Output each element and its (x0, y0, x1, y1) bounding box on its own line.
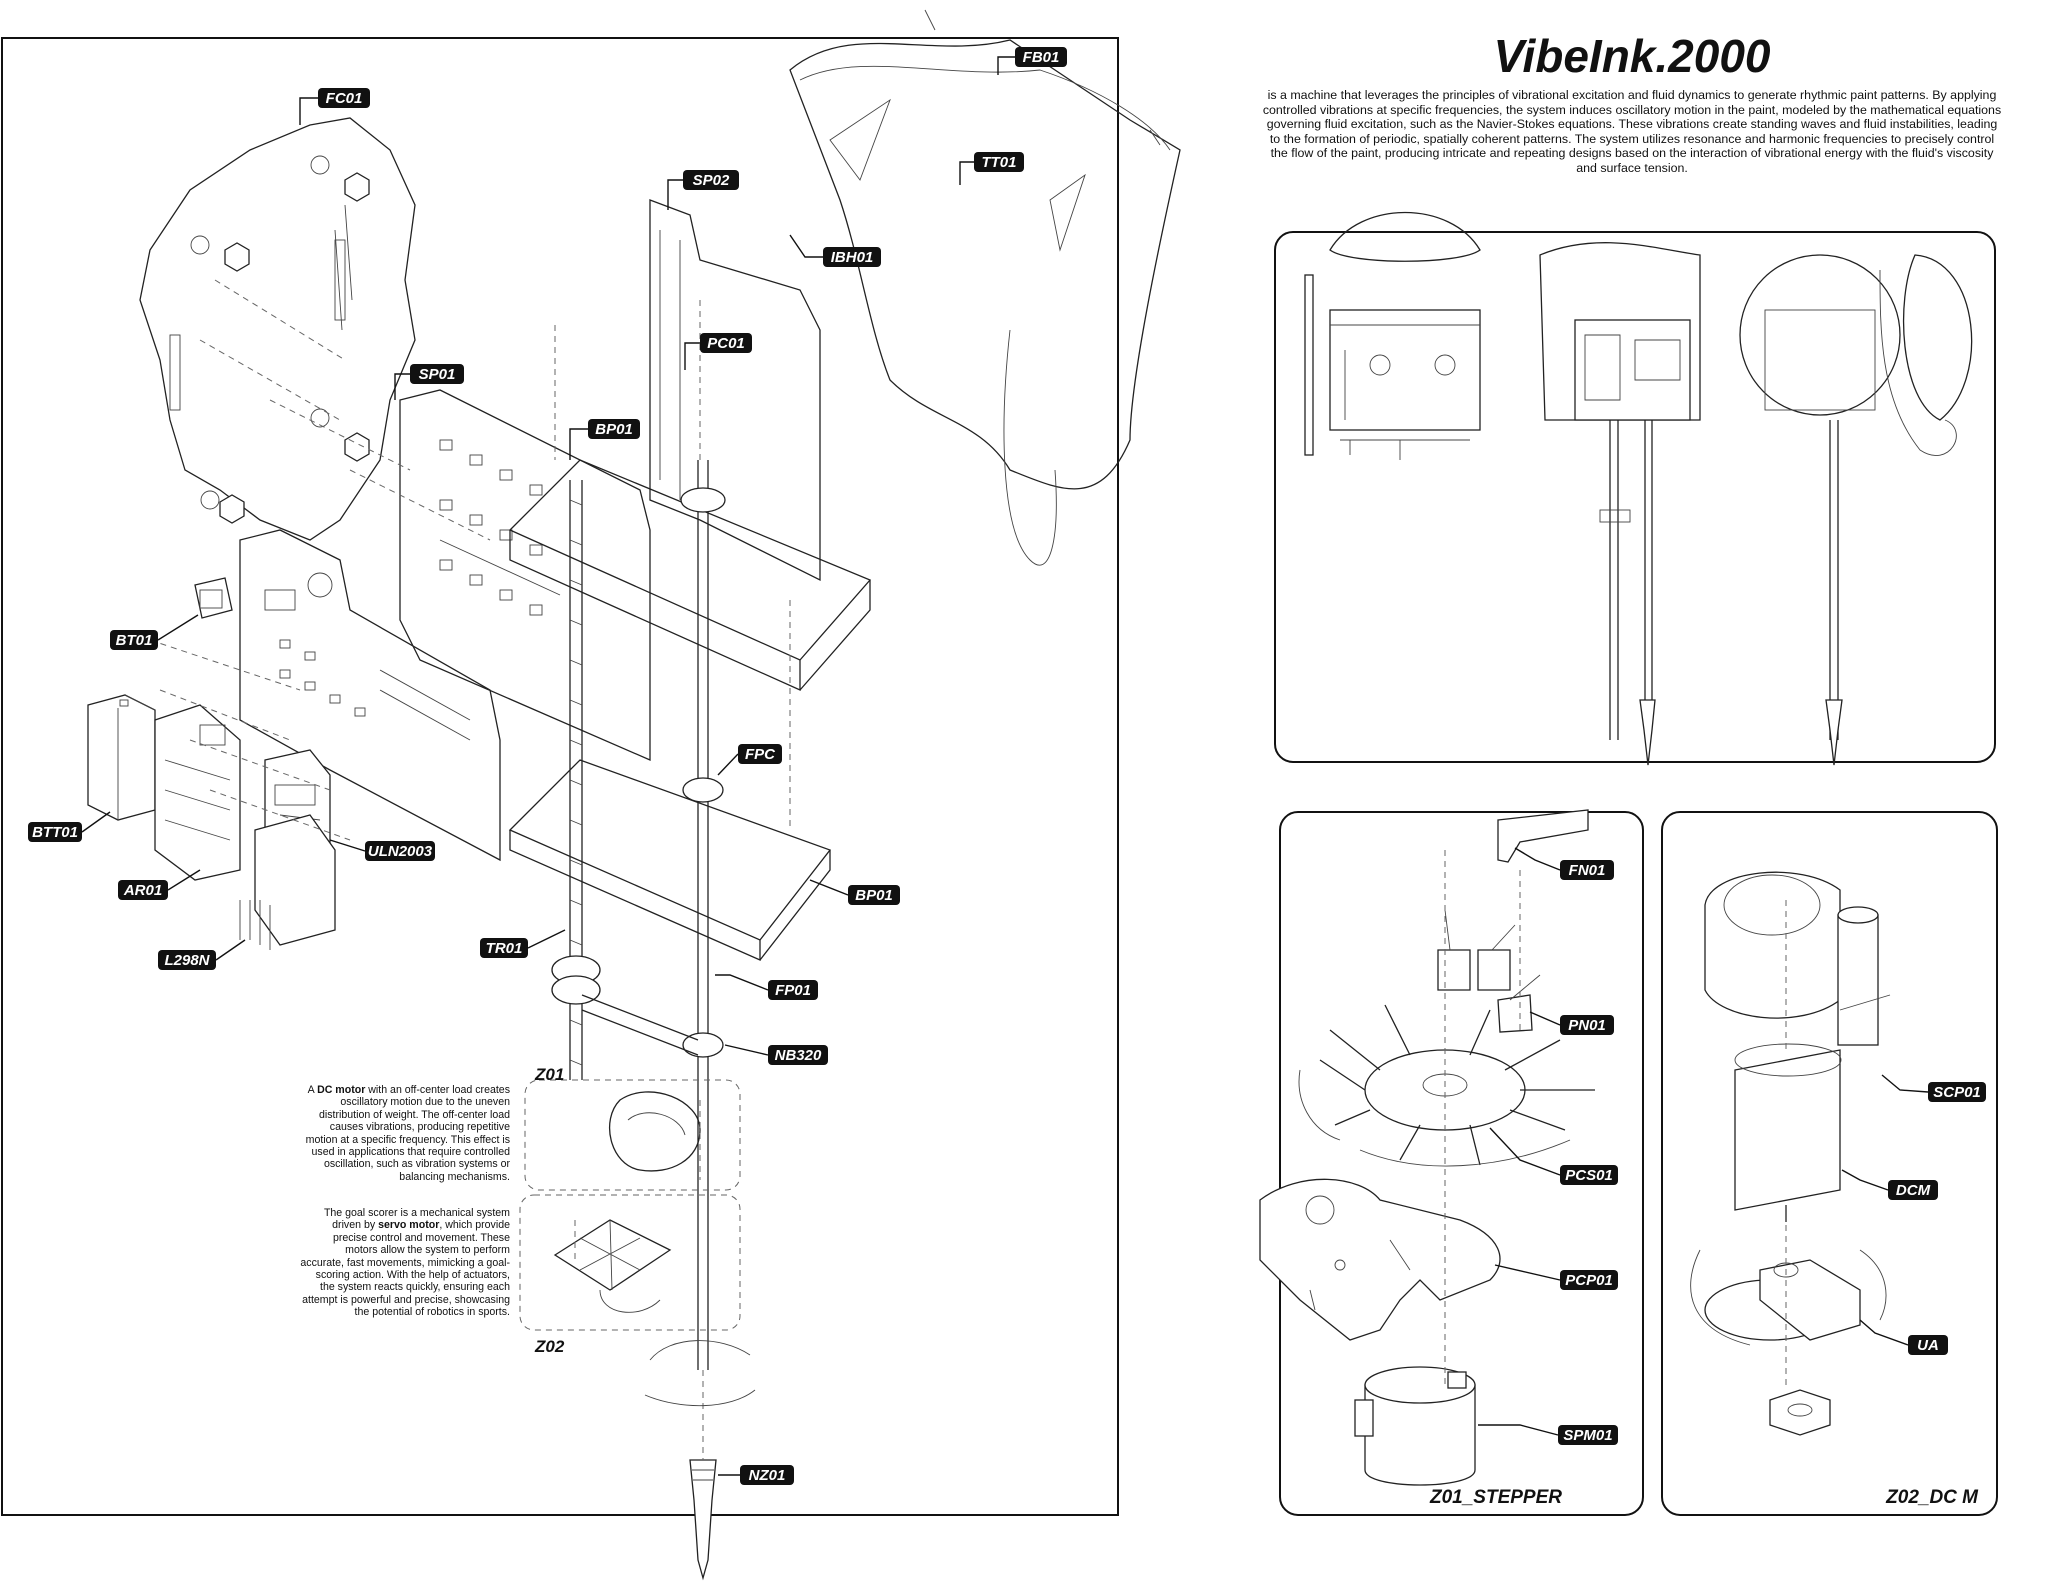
svg-text:IBH01: IBH01 (831, 249, 874, 266)
assembled-view-iso (1539, 242, 1701, 766)
dcm-panel (1661, 811, 1998, 1516)
unbalanced-arm-part (1690, 1249, 1887, 1346)
stepper-panel-title: Z01_STEPPER (1429, 1487, 1562, 1508)
clamp-plate-part (1259, 1178, 1501, 1341)
svg-text:SP02: SP02 (693, 172, 730, 189)
svg-text:BP01: BP01 (855, 887, 893, 904)
label-pcs01: PCS01 (1489, 1127, 1618, 1185)
z02-note-bold: servo motor (378, 1219, 440, 1232)
label-fc01: FC01 (299, 88, 370, 125)
front-cover-part (139, 117, 416, 541)
label-fpc: FPC (717, 744, 782, 776)
label-sp02: SP02 (667, 170, 739, 210)
svg-text:NB320: NB320 (775, 1047, 822, 1064)
svg-text:L298N: L298N (164, 952, 210, 969)
svg-text:UA: UA (1917, 1337, 1939, 1354)
svg-text:FPC: FPC (745, 746, 776, 763)
label-sp01: SP01 (394, 364, 464, 400)
svg-text:PC01: PC01 (707, 335, 745, 352)
page-title: VibeInk.2000 (1493, 30, 1770, 82)
button-part (194, 577, 233, 619)
side-plate-sp01 (399, 389, 651, 761)
svg-text:NZ01: NZ01 (749, 1467, 786, 1484)
label-nb320: NB320 (724, 1044, 828, 1065)
label-fn01: FN01 (1514, 847, 1614, 880)
label-pcp01: PCP01 (1494, 1264, 1618, 1290)
svg-text:BTT01: BTT01 (32, 824, 78, 841)
zone-z01-label: Z01 (534, 1065, 564, 1084)
paddles-part (1437, 909, 1541, 1033)
z01-note: A DC motor with an off-center load creat… (305, 1084, 510, 1183)
base-plate-top (508, 459, 872, 692)
arduino-board-part (154, 704, 241, 881)
threaded-rod (551, 480, 601, 1080)
zone-z02-label: Z02 (534, 1337, 565, 1356)
dc-motor-part (1734, 1043, 1842, 1222)
svg-text:ULN2003: ULN2003 (368, 843, 433, 860)
label-fp01: FP01 (715, 974, 818, 1000)
label-spm01: SPM01 (1478, 1424, 1618, 1445)
assembled-view-side (1739, 254, 1973, 766)
assembly-guides-left (149, 279, 791, 1260)
star-spinner-part (1298, 1004, 1595, 1167)
label-tr01: TR01 (480, 929, 566, 958)
assembled-views-panel (1274, 231, 1996, 763)
shaft-part (581, 460, 726, 1370)
l298n-board-part (239, 814, 336, 950)
finger-part (1497, 809, 1589, 863)
label-bp01-bottom: BP01 (809, 879, 900, 905)
label-ibh01: IBH01 (789, 234, 881, 267)
label-uln2003: ULN2003 (329, 839, 435, 861)
svg-text:PN01: PN01 (1568, 1017, 1606, 1034)
dcm-panel-title: Z02_DC M (1885, 1487, 1979, 1508)
zone-z01-box (524, 1079, 741, 1191)
rotation-arrow-left (644, 1340, 756, 1407)
stepper-motor-part (1354, 850, 1521, 1486)
label-ua: UA (1859, 1319, 1948, 1355)
label-pn01: PN01 (1529, 1011, 1614, 1035)
label-bp01-top: BP01 (569, 419, 640, 460)
label-l298n: L298N (158, 939, 246, 970)
funnel-bag-part (789, 9, 1181, 566)
svg-text:FN01: FN01 (1569, 862, 1606, 879)
svg-text:DCM: DCM (1896, 1182, 1931, 1199)
svg-text:PCS01: PCS01 (1565, 1167, 1613, 1184)
svg-text:BT01: BT01 (116, 632, 153, 649)
side-plate-sp02 (649, 199, 821, 582)
label-fb01: FB01 (997, 47, 1067, 75)
z01-note-bold: DC motor (317, 1084, 366, 1096)
svg-text:SPM01: SPM01 (1563, 1427, 1612, 1444)
hex-nut-part (1769, 900, 1831, 1436)
svg-text:FP01: FP01 (775, 982, 811, 999)
svg-text:TR01: TR01 (486, 940, 523, 957)
label-dcm: DCM (1841, 1169, 1938, 1200)
label-bt01: BT01 (110, 614, 199, 650)
nozzle-part (689, 1370, 717, 1581)
svg-text:FB01: FB01 (1023, 49, 1060, 66)
stepper-panel (1279, 811, 1644, 1516)
battery-part (87, 694, 156, 821)
svg-text:FC01: FC01 (326, 90, 363, 107)
label-scp01: SCP01 (1881, 1074, 1986, 1102)
z02-note: The goal scorer is a mechanical system d… (300, 1207, 510, 1319)
svg-text:SP01: SP01 (419, 366, 456, 383)
svg-text:SCP01: SCP01 (1933, 1084, 1981, 1101)
svg-text:BP01: BP01 (595, 421, 633, 438)
label-ar01: AR01 (118, 869, 201, 900)
svg-text:AR01: AR01 (123, 882, 162, 899)
description-text: is a machine that leverages the principl… (1262, 88, 2002, 175)
label-nz01: NZ01 (718, 1465, 794, 1485)
svg-text:TT01: TT01 (981, 154, 1016, 171)
label-tt01: TT01 (959, 152, 1024, 185)
back-plate-left (239, 529, 501, 862)
base-plate-bottom (508, 759, 832, 961)
main-frame (1, 37, 1119, 1516)
label-btt01: BTT01 (28, 811, 111, 842)
assembled-view-front (1304, 212, 1481, 460)
shaft-clamp-part (1704, 871, 1891, 1046)
svg-text:PCP01: PCP01 (1565, 1272, 1613, 1289)
label-pc01: PC01 (684, 333, 752, 370)
zone-z02-box (519, 1194, 741, 1331)
